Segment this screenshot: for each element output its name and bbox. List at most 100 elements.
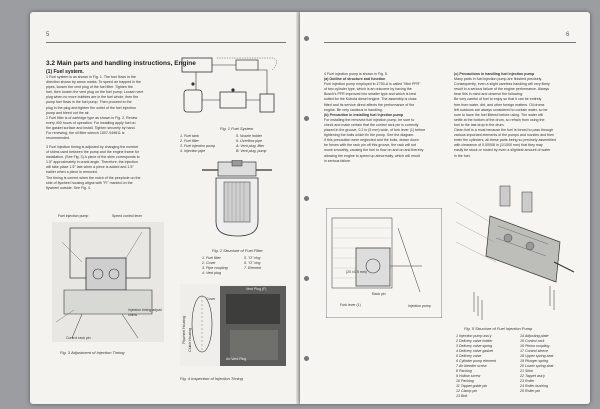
text-line: allowing the engine to speed up abnormal… — [324, 153, 420, 158]
text-line: enter the cylinders, all these parts bei… — [454, 138, 556, 143]
binding-hole — [304, 116, 309, 121]
text-line: Be very careful of fuel to enjoy so that… — [454, 97, 542, 102]
legend-item: 3 Delivery valve spring — [456, 344, 493, 348]
text-line: fitted and its service direct affects th… — [324, 102, 415, 107]
text-line: left outdoors are always considered to c… — [454, 107, 548, 112]
fig4-label-air: Air Vent Plug — [226, 357, 247, 361]
legend-item: 15 Control rack — [520, 339, 545, 343]
injection-pump-label: Injection pump — [408, 304, 431, 308]
text-line: Consequently, even a slight careless han… — [454, 82, 550, 87]
fig1-caption: Fig. 1 Fuel System — [220, 126, 254, 131]
legend-item: 9 Hollow screw — [456, 374, 481, 378]
text-line: pipes, loosen the vent plug of the fuel … — [46, 85, 133, 90]
subsection-heading: (a) Outline of structure and function — [324, 77, 386, 82]
rack-pin-label: Rack pin — [372, 292, 386, 296]
fuel-filter-diagram — [198, 159, 276, 240]
text-line: 3 Fuel injection timing is adjusted by c… — [46, 145, 139, 149]
text-line: recommended. — [46, 136, 70, 141]
text-line: various important elements of the pumps … — [454, 133, 555, 138]
intro-paragraph: 1 Fuel system is as shown in Fig. 1. The… — [46, 75, 168, 141]
legend-item: 6. Overflow pipe — [236, 139, 262, 143]
injection-timing-drawing — [52, 222, 164, 342]
text-line: in the fuel. — [454, 153, 471, 158]
text-line: every 400 hours of operation. For instal… — [46, 120, 136, 125]
text-line: 1.5° approximately in crank angle. There… — [46, 160, 138, 165]
right-col1-text: 4 Fuel injection pump is shown in Fig. 5… — [324, 72, 450, 164]
text-line: placed in the groove, 0.2 in (5 mm) wide… — [324, 128, 426, 133]
binding-hole — [304, 356, 309, 361]
text-line: move smoothly, causing the fuel to flow … — [324, 148, 424, 153]
fig3-label-lever: Speed control lever — [112, 214, 143, 218]
legend-item: 21 Shim — [520, 369, 534, 373]
text-line: The timing is correct when the notch of … — [46, 175, 141, 180]
fig2-legend-right: 5. "O" ring 6. "O" ring 7. Element — [244, 256, 261, 271]
fig3-label-shims: Injection timing adjust shims — [128, 308, 162, 317]
text-line: Many parts in fuel injection pump are fi… — [454, 77, 543, 82]
legend-item: 5 Delivery valve — [456, 354, 482, 358]
text-line: sure to have the fuel filtered before us… — [454, 112, 544, 117]
legend-item: 4. Vent plug — [202, 271, 222, 275]
page-number-left: 5 — [46, 32, 50, 38]
text-line: flywheel outside. See Fig. 4. — [46, 185, 91, 190]
left-page: 5 3.2 Main parts and handling instructio… — [30, 12, 300, 404]
fig5-legend-right: 14 Adjusting plate 15 Control rack 16 Pi… — [520, 334, 553, 394]
legend-item: 1 Injection pump ass'y — [456, 334, 492, 338]
fuel-system-drawing — [181, 57, 277, 113]
legend-item: 1. Fuel filter — [202, 256, 221, 260]
legend-item: 4. Injection pipe — [180, 149, 206, 153]
rack-pin-figure — [325, 207, 443, 319]
fig2-legend-left: 1. Fuel filter 2. Cover 3. Pipe coupling… — [202, 256, 228, 276]
legend-item: 17 Control sleeve — [520, 349, 548, 353]
legend-item: 4 Delivery valve gasket — [456, 349, 493, 353]
fork-lever-label: Fork lever (1) — [340, 303, 361, 307]
legend-item: 19 Plunger spring — [520, 359, 549, 363]
fig4-caption: Fig. 4 Inspection of Injection Timing — [180, 376, 243, 381]
legend-item: 1. Fuel tank — [180, 134, 199, 138]
fig1-legend-right: 5. Nozzle holder 6. Overflow pipe A: Ven… — [236, 134, 266, 154]
fig4-label-vent: Vent Plug (F) — [246, 287, 267, 291]
text-line: suited for the Kubota diesel engine. The… — [324, 97, 417, 102]
fig2-caption: Fig. 2 Structure of Fuel Filter — [212, 248, 263, 253]
text-line: tightening the bolts which fix the pump.… — [324, 133, 415, 138]
text-line: direction shown by arrow marks. To speed… — [46, 80, 142, 85]
text-line: Clean fuel is a must because the fuel is… — [454, 128, 554, 133]
legend-item: 2. Cover — [202, 261, 216, 265]
legend-item: 20 Lower spring seat — [520, 364, 554, 368]
text-line: If this precaution were neglected and th… — [324, 138, 419, 143]
legend-item: 14 Adjusting plate — [520, 334, 549, 338]
legend-item: 13 Bolt — [456, 394, 468, 398]
text-line: easily be stuck or rusted by even a slig… — [454, 148, 551, 153]
header-rule-right — [324, 42, 576, 43]
text-line: in serious failure. — [324, 158, 352, 163]
text-line: check and make certain that the control … — [324, 122, 419, 127]
text-line: bear this in mind and observe the follow… — [454, 92, 524, 97]
legend-item: 7 Air bleeder screw — [456, 364, 487, 368]
text-line: free from water, dirt, and other foreign… — [454, 102, 545, 107]
fig3-label-rack: Control rack pin — [66, 336, 91, 340]
text-line: will take place 1.5° late when a piece i… — [46, 165, 134, 170]
page-number-right: 6 — [566, 32, 570, 38]
fig4-label-clutch: Clutch Housing — [188, 328, 192, 352]
legend-item: 12 Clamp pin — [456, 389, 478, 393]
fuel-filter-drawing — [202, 159, 272, 237]
text-line: Fuel injection pump employed in Z750-A i… — [324, 82, 421, 87]
binding-hole — [304, 276, 309, 281]
subsection-heading: (c) Precautions in handling fuel injecti… — [454, 72, 535, 76]
injection-pump-exploded-diagram — [450, 182, 580, 324]
legend-item: 16 Pinion coupling — [520, 344, 550, 348]
legend-item: 22 Tappet ass'y — [520, 374, 545, 378]
text-line: be forces with the rack pin off this gro… — [324, 143, 417, 148]
injection-pump-drawing — [455, 185, 575, 320]
legend-item: 7. Element — [244, 266, 262, 270]
text-line: fuel, then loosen the vent plug on the f… — [46, 90, 144, 95]
subsection-title: (1) Fuel system. — [46, 69, 84, 75]
inspection-drawing — [180, 284, 286, 366]
legend-item: 11 Tappet guide pin — [456, 384, 488, 388]
text-line: result in a serious failure of the engin… — [454, 87, 550, 92]
text-line: settle at the bottom of the drum, so ref… — [454, 117, 545, 122]
text-line: fuel to the last drop in the drum. — [454, 122, 505, 127]
text-line: installation. (See Fig. 3) A piece of th… — [46, 155, 140, 160]
legend-item: 3. Fuel injection pump — [180, 144, 216, 148]
text-line: plug when no more bubbles are in the fue… — [46, 95, 139, 100]
header-rule-left — [46, 42, 286, 43]
